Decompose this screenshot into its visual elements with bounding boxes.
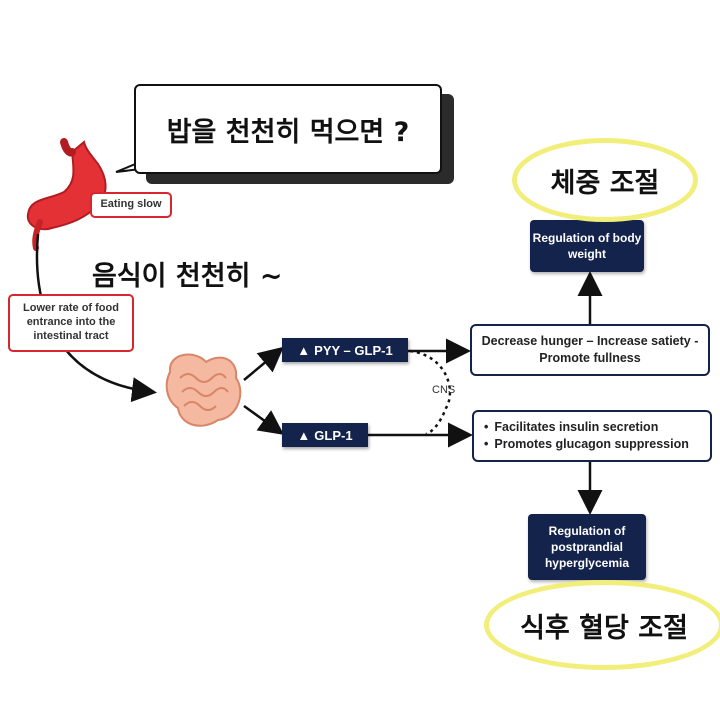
- hormone-pyy-glp1-label: PYY – GLP-1: [314, 342, 393, 358]
- hormone-glp1-box: ▲ GLP-1: [282, 423, 368, 447]
- weight-control-highlight: 체중 조절: [512, 138, 698, 222]
- lower-rate-label: Lower rate of food entrance into the int…: [23, 302, 119, 342]
- glucose-control-highlight: 식후 혈당 조절: [484, 580, 720, 670]
- intestine-icon: [165, 353, 242, 427]
- eating-slow-box: Eating slow: [90, 192, 172, 218]
- effect-insulin-list: Facilitates insulin secretion Promotes g…: [484, 419, 689, 454]
- up-arrow-icon: ▲: [297, 342, 311, 358]
- effect-satiety-box: Decrease hunger – Increase satiety - Pro…: [470, 324, 710, 376]
- regulation-body-weight-label: Regulation of body weight: [532, 230, 642, 261]
- regulation-body-weight-box: Regulation of body weight: [530, 220, 644, 272]
- regulation-hyperglycemia-box: Regulation of postprandial hyperglycemia: [528, 514, 646, 580]
- weight-control-label: 체중 조절: [550, 167, 660, 199]
- callout-text: 밥을 천천히 먹으면 ?: [166, 116, 410, 148]
- effect-insulin-item: Facilitates insulin secretion: [484, 419, 689, 437]
- hormone-glp1-label: GLP-1: [314, 427, 353, 443]
- regulation-hyperglycemia-label: Regulation of postprandial hyperglycemia: [544, 523, 630, 571]
- glucose-control-label: 식후 혈당 조절: [520, 612, 688, 644]
- effect-insulin-box: Facilitates insulin secretion Promotes g…: [472, 410, 712, 462]
- cns-label: CNS: [432, 384, 456, 396]
- stomach-icon: [26, 138, 107, 251]
- hormone-pyy-glp1-box: ▲ PYY – GLP-1: [282, 338, 408, 362]
- effect-satiety-label: Decrease hunger – Increase satiety - Pro…: [481, 333, 699, 366]
- speech-callout: 밥을 천천히 먹으면 ?: [134, 84, 442, 174]
- eating-slow-label: Eating slow: [100, 198, 162, 211]
- up-arrow-icon: ▲: [297, 427, 311, 443]
- lower-rate-box: Lower rate of food entrance into the int…: [8, 294, 134, 352]
- annotation-eat-slowly: 음식이 천천히 ~: [92, 261, 283, 292]
- effect-glucagon-item: Promotes glucagon suppression: [484, 436, 688, 454]
